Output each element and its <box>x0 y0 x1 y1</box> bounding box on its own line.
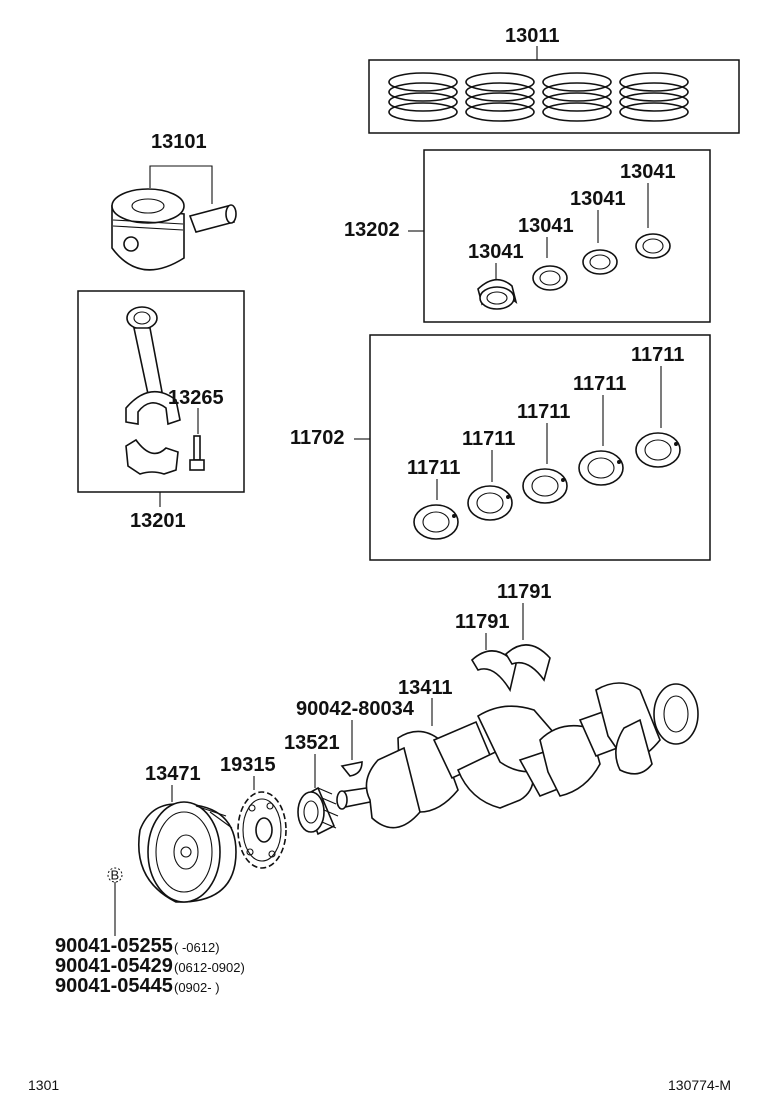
b-marker-circle <box>107 867 123 883</box>
connecting-rod-assembly: 13265 13201 <box>77 290 245 532</box>
main-bearing-shell-b <box>467 485 513 521</box>
crankshaft-body <box>336 682 699 829</box>
label-11702[interactable]: 11702 <box>290 427 345 449</box>
bearing-shell-13041-d <box>635 233 671 259</box>
conrod-bolt <box>189 435 205 471</box>
connecting-rod <box>125 306 181 426</box>
label-13041-d[interactable]: 13041 <box>620 161 676 183</box>
label-13202[interactable]: 13202 <box>344 219 400 241</box>
crankshaft-pulley: 13471 <box>138 763 237 903</box>
piston-pin <box>188 204 237 233</box>
label-11711-d[interactable]: 11711 <box>573 373 626 395</box>
bearing-shell-13041-a <box>477 278 518 310</box>
box-13201 <box>77 290 245 493</box>
timing-rotor-plate: 19315 <box>220 754 287 869</box>
label-11791-a[interactable]: 11791 <box>455 611 510 633</box>
drawing-id: 130774-M <box>668 1077 731 1093</box>
label-11711-e[interactable]: 11711 <box>631 344 684 366</box>
label-90042-80034[interactable]: 90042-80034 <box>296 698 415 720</box>
main-bearing-set: 11702 11711 11711 11711 11711 <box>290 334 711 561</box>
label-11711-a[interactable]: 11711 <box>407 457 460 479</box>
pulley-bolt-callout: B <box>107 867 123 936</box>
ring-stack-1 <box>388 72 458 122</box>
label-13041-c[interactable]: 13041 <box>570 188 626 210</box>
thrust-washer-a <box>470 650 517 693</box>
bearing-shell-13041-c <box>582 249 618 275</box>
bolt-variant-2-range: (0612-0902) <box>174 960 245 975</box>
label-11791-b[interactable]: 11791 <box>497 581 552 603</box>
label-19315[interactable]: 19315 <box>220 754 276 776</box>
bolt-variant-list: 90041-05255 ( -0612) 90041-05429 (0612-0… <box>55 935 245 997</box>
key-shape <box>340 761 363 777</box>
thrust-washers: 11791 11791 <box>455 581 552 693</box>
label-13411[interactable]: 13411 <box>398 677 453 699</box>
label-13265[interactable]: 13265 <box>168 387 224 409</box>
box-13202 <box>423 149 711 323</box>
label-13041-b[interactable]: 13041 <box>518 215 574 237</box>
label-11711-c[interactable]: 11711 <box>517 401 570 423</box>
woodruff-key: 90042-80034 <box>296 698 415 777</box>
label-13521[interactable]: 13521 <box>284 732 340 754</box>
pulley-13471 <box>138 801 237 903</box>
label-13201[interactable]: 13201 <box>130 510 186 532</box>
rotor-19315 <box>237 791 287 869</box>
main-bearing-shell-d <box>578 450 624 486</box>
box-13011 <box>368 59 740 134</box>
label-13041-a[interactable]: 13041 <box>468 241 524 263</box>
bolt-variant-2-part[interactable]: 90041-05429 <box>55 955 173 977</box>
bearing-shell-13041-b <box>532 265 568 291</box>
leader-13101 <box>149 165 213 204</box>
label-11711-b[interactable]: 11711 <box>462 428 515 450</box>
page-number: 1301 <box>28 1077 59 1093</box>
ring-stack-2 <box>465 72 535 122</box>
thrust-washer-b <box>504 644 551 682</box>
label-13101[interactable]: 13101 <box>151 131 207 153</box>
ring-stack-4 <box>619 72 689 122</box>
crankshaft: 13411 <box>336 677 699 829</box>
label-13471[interactable]: 13471 <box>145 763 201 785</box>
ring-stack-3 <box>542 72 612 122</box>
main-bearing-shell-a <box>413 504 459 540</box>
piston-assembly: 13101 <box>111 131 237 271</box>
bolt-variant-3-range: (0902- ) <box>174 980 220 995</box>
piston-ring-set: 13011 <box>368 25 740 134</box>
piston-body <box>111 188 185 271</box>
crankshaft-timing-gear: 13521 <box>284 732 340 836</box>
bolt-variant-3-part[interactable]: 90041-05445 <box>55 975 173 997</box>
main-bearing-shell-c <box>522 468 568 504</box>
conrod-cap <box>125 438 179 475</box>
bolt-variant-1-part[interactable]: 90041-05255 <box>55 935 173 957</box>
bolt-variant-1-range: ( -0612) <box>174 940 220 955</box>
gear-13521 <box>297 786 339 836</box>
conrod-bearing-set: 13202 13041 13041 13041 13041 <box>344 149 711 323</box>
main-bearing-shell-e <box>635 432 681 468</box>
b-marker: B <box>111 868 120 883</box>
label-13011[interactable]: 13011 <box>505 25 560 47</box>
box-11702 <box>369 334 711 561</box>
